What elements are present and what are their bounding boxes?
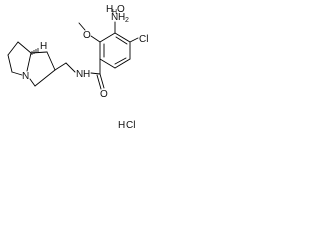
ring-bond <box>7 54 13 73</box>
methoxy-o-label: O <box>83 30 91 41</box>
chloro-bond <box>129 37 139 43</box>
ring-bond <box>99 32 116 43</box>
ch2-bond <box>54 62 67 71</box>
ring-bond <box>30 51 48 54</box>
ring-bond <box>99 58 116 69</box>
carbonyl-double-bond <box>99 73 105 89</box>
hcl-cl-label: Cl <box>126 120 135 131</box>
ring-double-bond <box>115 36 128 45</box>
methyl-bond <box>78 22 86 31</box>
methoxy-bond <box>90 35 101 43</box>
amine-n-label: N <box>111 12 118 23</box>
water-o-label: O <box>117 4 125 15</box>
amine-group: N H 2 <box>111 12 129 24</box>
ring-bond <box>114 32 131 43</box>
water-molecule: H H O <box>106 4 125 16</box>
amine-subscript: 2 <box>125 17 129 24</box>
ring-bond <box>114 58 131 69</box>
carbonyl-double-bond <box>96 74 102 90</box>
molecule-svg: H H O N H 2 Cl O <box>7 4 148 131</box>
ring-bond <box>11 71 23 76</box>
benzene-ring <box>99 32 131 69</box>
hcl-salt: H Cl <box>118 120 135 131</box>
structure-diagram: H H O N H 2 Cl O <box>0 0 158 133</box>
amide-h-label: H <box>83 69 90 80</box>
hcl-h-label: H <box>118 120 125 131</box>
stereo-hash-bond <box>31 48 39 55</box>
amide-n-label: N <box>76 69 83 80</box>
ring-n-label: N <box>22 71 29 82</box>
pyrrolizidine-ring <box>7 41 56 87</box>
ring-bond <box>26 52 32 72</box>
ring-bond <box>29 78 36 87</box>
stereo-h-label: H <box>40 41 47 52</box>
ring-bond <box>34 69 56 87</box>
ring-bond <box>46 51 56 71</box>
amide-bond <box>90 72 101 75</box>
chlorine-label: Cl <box>139 34 148 45</box>
amine-h-label: H <box>118 12 125 23</box>
water-h-subscript: H <box>112 9 117 16</box>
ring-bond <box>17 41 32 54</box>
water-h1-label: H <box>106 4 113 15</box>
ring-bond <box>7 41 19 56</box>
amide-nh: N H <box>76 69 90 80</box>
ring-double-bond <box>114 57 127 65</box>
nch2-bond <box>65 62 76 73</box>
amide-o-label: O <box>100 89 108 100</box>
